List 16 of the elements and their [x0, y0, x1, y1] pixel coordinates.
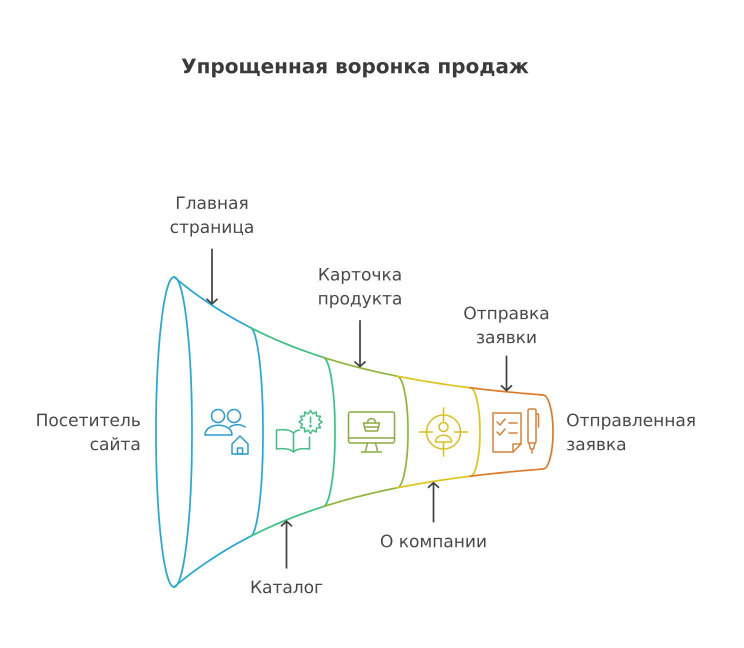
arrow — [427, 482, 440, 522]
callout-label: Карточка продукта — [319, 268, 401, 308]
funnel-segment — [322, 356, 409, 508]
arrow — [500, 356, 513, 392]
callout-label: О компании — [380, 534, 486, 548]
callout-label: Отправка заявки — [464, 306, 548, 344]
funnel-segment — [249, 326, 336, 538]
arrow — [280, 520, 293, 568]
funnel-segment — [469, 386, 554, 478]
arrow — [206, 248, 218, 306]
title: Упрощенная воронка продаж — [182, 58, 529, 78]
callout-label: Главная страница — [170, 196, 253, 236]
funnel-segment — [396, 375, 481, 489]
callout-label: Каталог — [252, 580, 322, 594]
stage-label: Посетитель сайта — [37, 414, 140, 450]
arrow — [354, 320, 366, 368]
